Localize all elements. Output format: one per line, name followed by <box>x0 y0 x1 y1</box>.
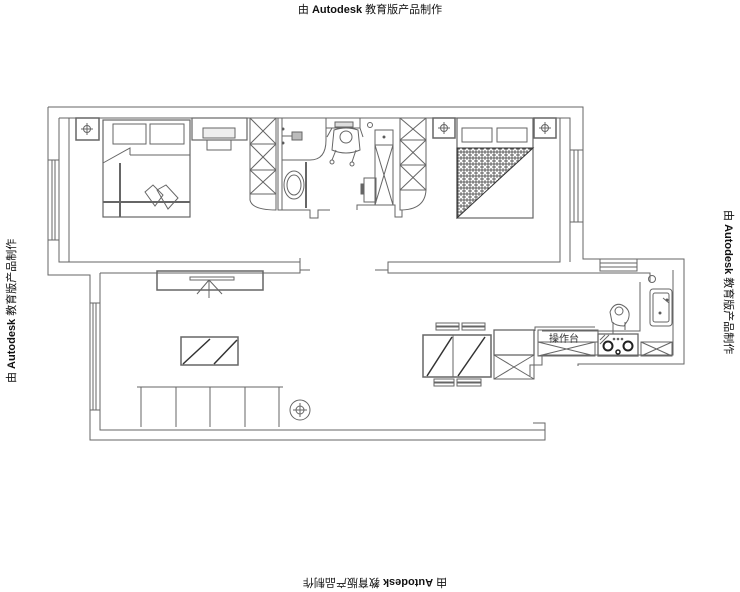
bedroom-1 <box>75 117 277 218</box>
window-living-room <box>89 302 101 411</box>
tv-cabinet-icon <box>156 270 264 298</box>
washbasin-icon <box>283 170 305 200</box>
coffee-table-icon <box>180 336 239 366</box>
window-right-bedroom <box>569 149 584 223</box>
person-cooking-icon <box>609 303 630 334</box>
nightstand-lamp-icon <box>75 117 100 141</box>
tv-desk-icon <box>191 117 248 151</box>
dining-table-icon <box>422 322 492 387</box>
double-bed-hatched-icon <box>456 117 535 220</box>
cabinet-icon <box>640 341 673 357</box>
desk-chair-person-icon <box>325 117 364 167</box>
wardrobe-icon <box>249 117 277 211</box>
floor-lamp-icon <box>289 399 311 421</box>
shower-fixture-icon <box>281 127 303 145</box>
sink-icon <box>648 275 673 327</box>
gas-stove-icon <box>597 333 639 357</box>
bathroom <box>277 118 330 219</box>
cabinet-icon <box>360 122 394 206</box>
wardrobe-icon <box>399 117 427 211</box>
fridge-icon <box>493 329 535 380</box>
sofa-icon <box>137 386 283 427</box>
window-left-bedroom <box>47 159 60 241</box>
double-bed-icon <box>102 119 191 218</box>
nightstand-lamp-icon <box>533 117 557 139</box>
kitchen-dining <box>422 275 673 387</box>
window-kitchen <box>599 258 638 272</box>
counter-label: 操作台 <box>549 334 579 345</box>
nightstand-lamp-icon <box>432 117 456 139</box>
bedroom-2 <box>399 117 557 220</box>
watermark-top: 由 Autodesk 教育版产品制作 <box>297 4 443 16</box>
outer-walls <box>47 106 685 441</box>
study-area <box>325 117 403 218</box>
living-room <box>137 270 311 427</box>
